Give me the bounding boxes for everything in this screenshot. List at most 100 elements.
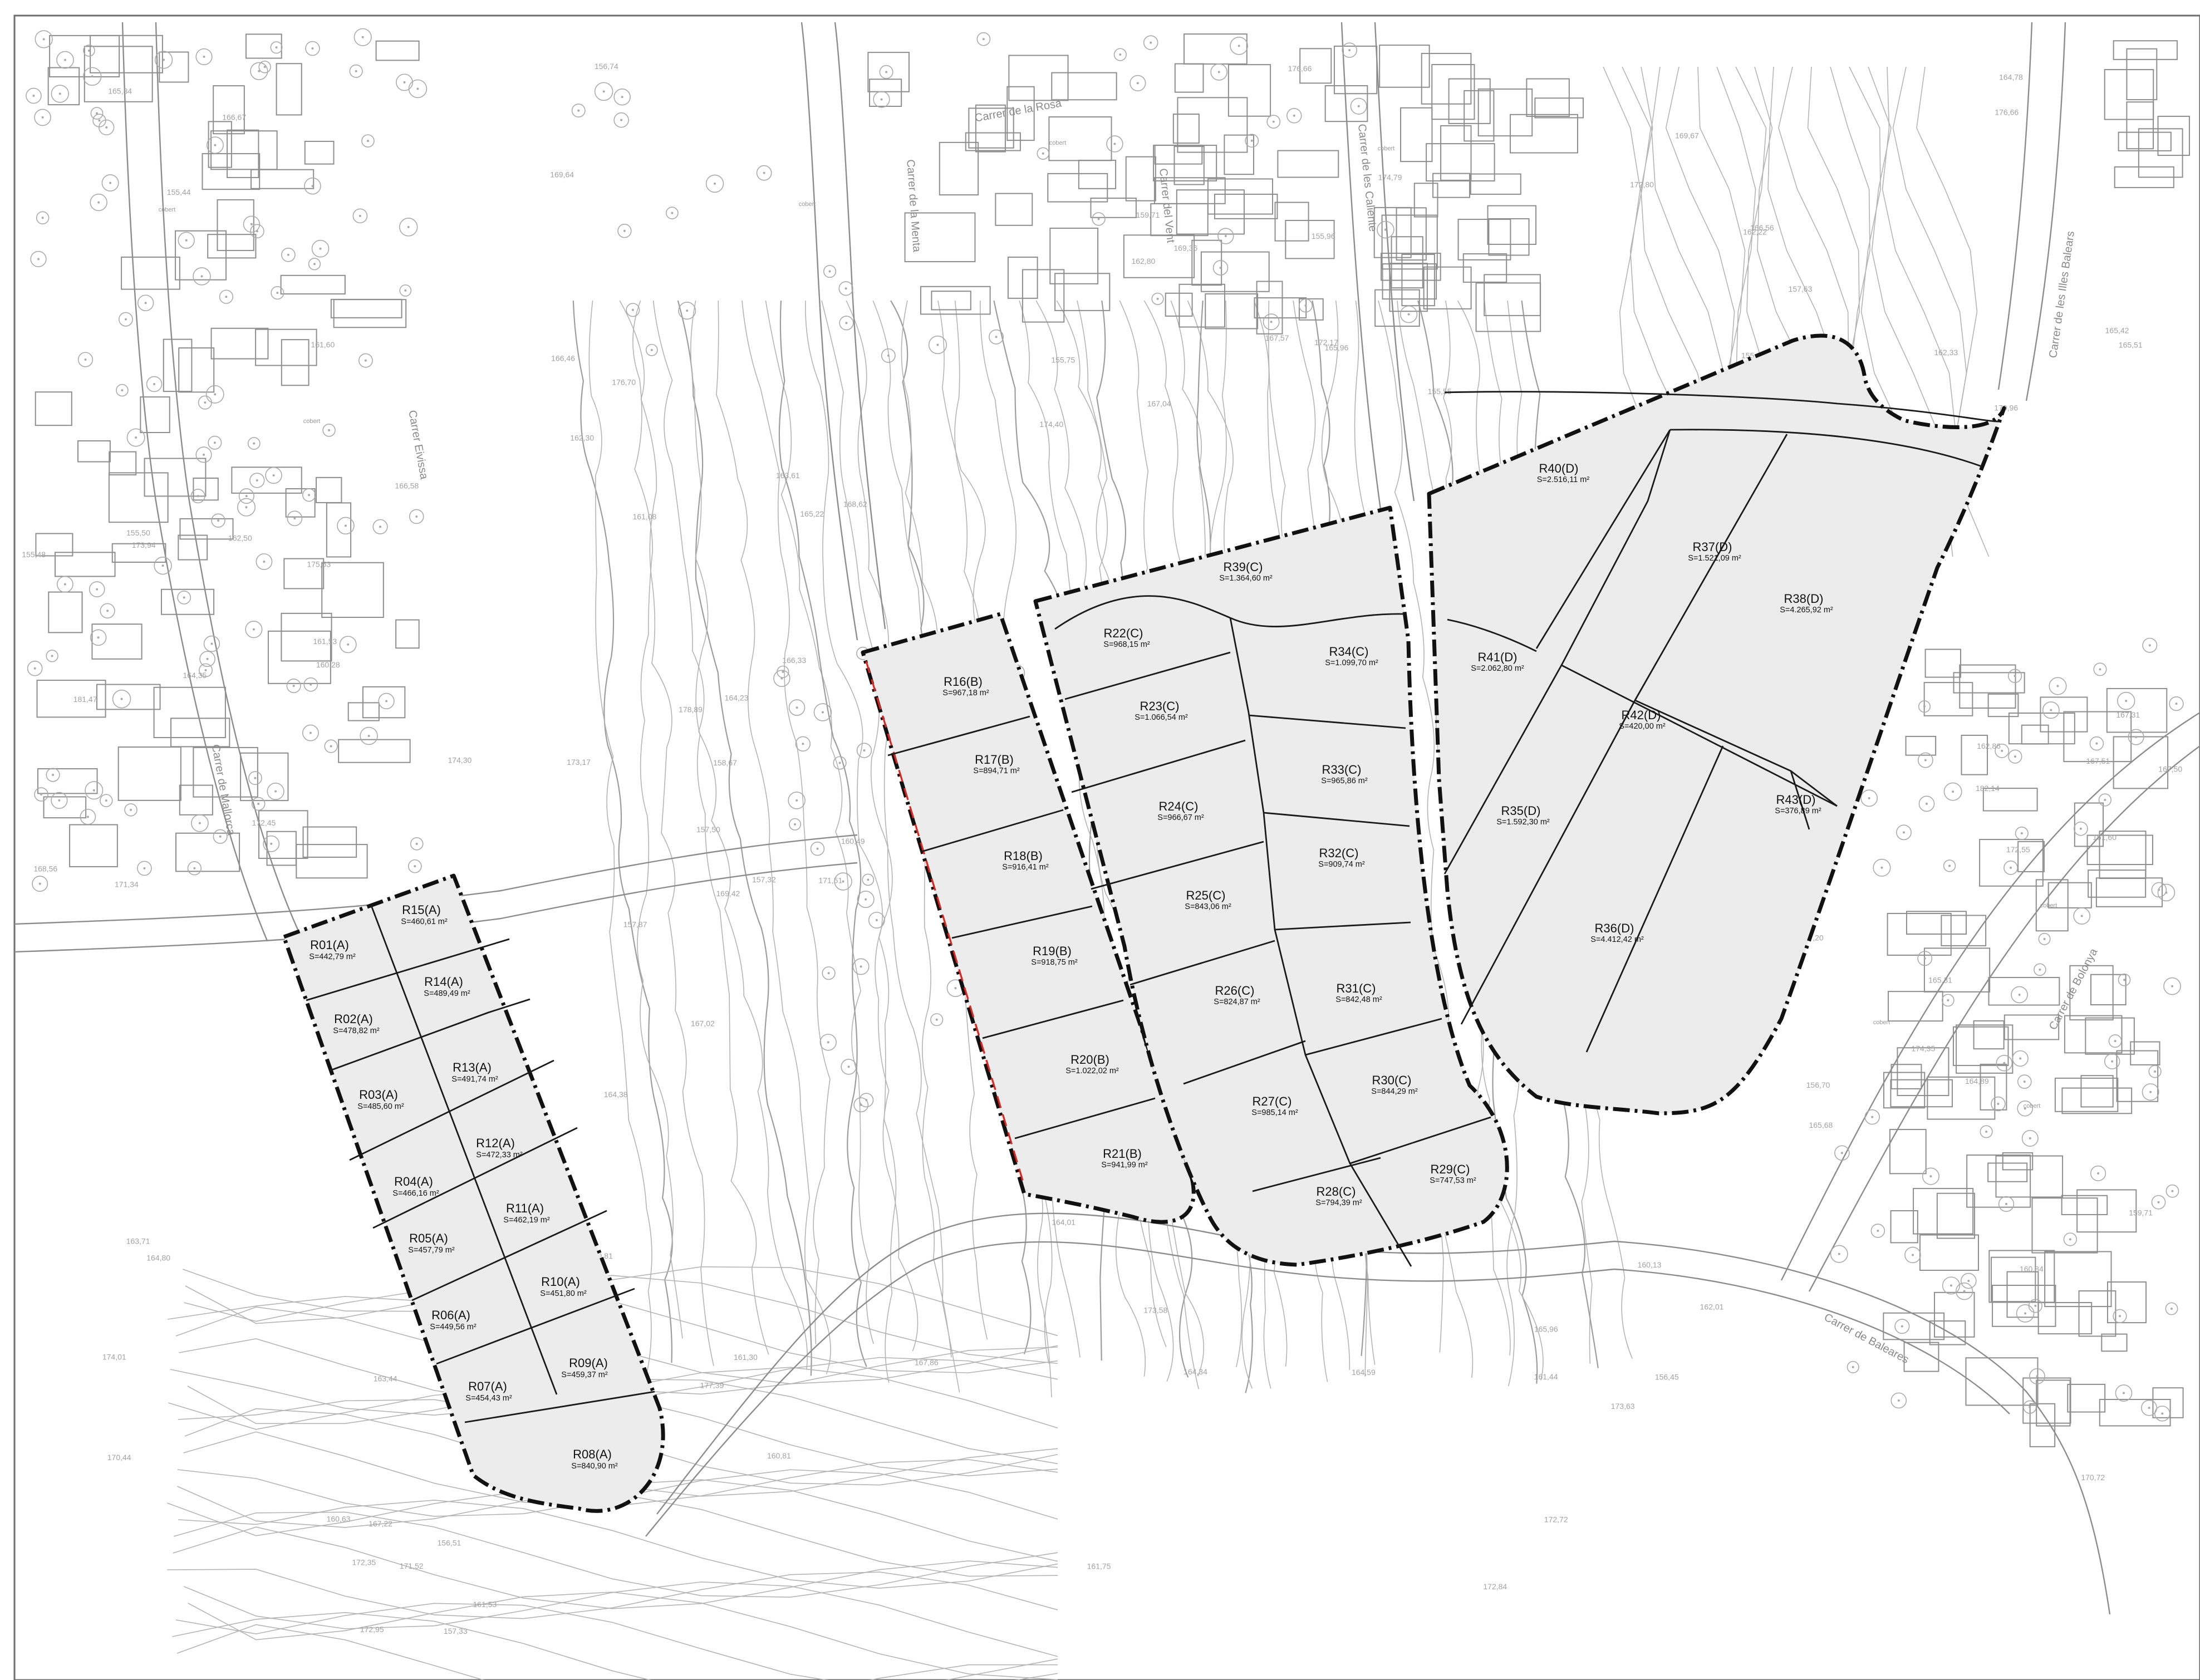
building-outline (1431, 63, 1475, 120)
building-outline (1941, 915, 1987, 946)
lot-area: S=916,41 m² (1002, 863, 1049, 872)
building-outline (2085, 1017, 2135, 1055)
tree-icon (1873, 858, 1891, 877)
tree-icon (1941, 994, 1955, 1007)
contour-line (619, 300, 714, 1366)
contour-line (176, 1624, 1058, 1680)
tree-icon (322, 424, 336, 437)
spot-elevation-label: 160,84 (2020, 1264, 2044, 1273)
tree-icon (258, 61, 271, 73)
building-outline (1426, 143, 1495, 181)
building-outline (1991, 1256, 2036, 1303)
spot-elevation-label: 163,71 (126, 1236, 150, 1245)
tree-icon (1217, 228, 1234, 244)
tree-icon (2003, 860, 2018, 875)
building-outline (2130, 1041, 2160, 1065)
spot-elevation-label: 161,44 (1534, 1372, 1558, 1381)
tree-icon (177, 591, 191, 605)
tree-icon (1894, 1319, 1910, 1334)
lot-area: S=491,74 m² (451, 1075, 498, 1084)
building-outline (1153, 145, 1217, 181)
building-outline (1448, 78, 1491, 124)
tree-icon (1998, 1196, 2015, 1212)
building-outline (213, 85, 245, 135)
spot-elevation-label: 171,52 (400, 1561, 424, 1570)
building-outline (2074, 802, 2104, 847)
tree-icon (205, 385, 224, 404)
tree-icon (2089, 736, 2104, 751)
building-outline (1123, 234, 1195, 278)
tree-icon (2012, 1050, 2029, 1067)
block-B-lot-lines (887, 715, 1156, 1139)
tree-icon (1995, 743, 2010, 758)
building-outline (1953, 672, 2025, 694)
tree-icon (199, 651, 215, 667)
building-outline (84, 46, 153, 102)
building-outline (326, 502, 352, 558)
tree-icon (571, 104, 586, 118)
tree-icon (195, 48, 213, 66)
building-outline (280, 274, 346, 295)
tree-icon (1847, 1360, 1859, 1373)
building-outline (1176, 189, 1245, 235)
spot-elevation-label: 164,23 (725, 694, 749, 703)
building-outline (178, 534, 208, 561)
building-outline (2069, 965, 2114, 1021)
road-edge (121, 22, 268, 941)
tree-icon (822, 966, 836, 980)
structure-label: cobert (1873, 1019, 1890, 1026)
spot-elevation-label: 165,68 (1809, 1121, 1833, 1129)
spot-elevation-label: 155,44 (167, 188, 191, 197)
building-outline (2044, 1251, 2112, 1308)
road-edge (1808, 745, 2200, 1292)
tree-icon (2007, 669, 2022, 683)
spot-elevation-label: 165,22 (800, 509, 824, 518)
building-outline (1165, 292, 1193, 317)
contour-line (167, 1569, 1058, 1619)
lot-name: R02(A) (334, 1012, 373, 1026)
spot-elevation-label: 161,53 (473, 1600, 497, 1609)
contour-line (178, 1500, 1058, 1589)
tree-icon (788, 792, 806, 809)
tree-icon (1922, 1167, 1939, 1185)
spot-elevation-label: 163,61 (776, 471, 800, 480)
building-outline (1488, 218, 1530, 256)
tree-icon (1350, 97, 1367, 115)
building-outline (375, 40, 420, 61)
building-outline (1906, 911, 1967, 935)
tree-icon (1830, 1245, 1848, 1263)
tree-icon (1266, 115, 1281, 129)
tree-icon (213, 829, 228, 844)
building-outline (1007, 256, 1038, 299)
building-outline (1919, 1234, 1979, 1271)
contour-line (188, 1591, 1058, 1680)
building-outline (111, 543, 166, 563)
building-outline (1254, 297, 1307, 319)
spot-elevation-label: 182,14 (1976, 784, 2000, 793)
tree-icon (249, 473, 265, 488)
lot-name: R36(D) (1595, 921, 1634, 935)
tree-icon (46, 650, 58, 662)
lot-area: S=985,14 m² (1251, 1108, 1298, 1117)
lot-area: S=794,39 m² (1315, 1198, 1362, 1207)
tree-icon (613, 112, 629, 128)
spot-elevation-label: 169,67 (1675, 131, 1699, 140)
tree-icon (756, 165, 772, 181)
tree-icon (263, 835, 280, 852)
lot-name: R30(C) (1372, 1073, 1412, 1087)
tree-icon (2148, 1065, 2162, 1078)
tree-icon (187, 861, 202, 876)
tree-icon (410, 837, 424, 851)
building-outline (55, 552, 116, 577)
building-outline (37, 768, 98, 794)
tree-icon (777, 665, 789, 679)
tree-icon (30, 250, 47, 267)
lot-area: S=1.521,09 m² (1688, 554, 1741, 563)
building-outline (240, 752, 289, 802)
building-outline (69, 824, 118, 867)
building-outline (995, 193, 1033, 226)
lot-name: R05(A) (409, 1231, 448, 1245)
building-outline (1125, 156, 1156, 202)
building-outline (1396, 207, 1427, 261)
lot-name: R22(C) (1104, 626, 1143, 640)
